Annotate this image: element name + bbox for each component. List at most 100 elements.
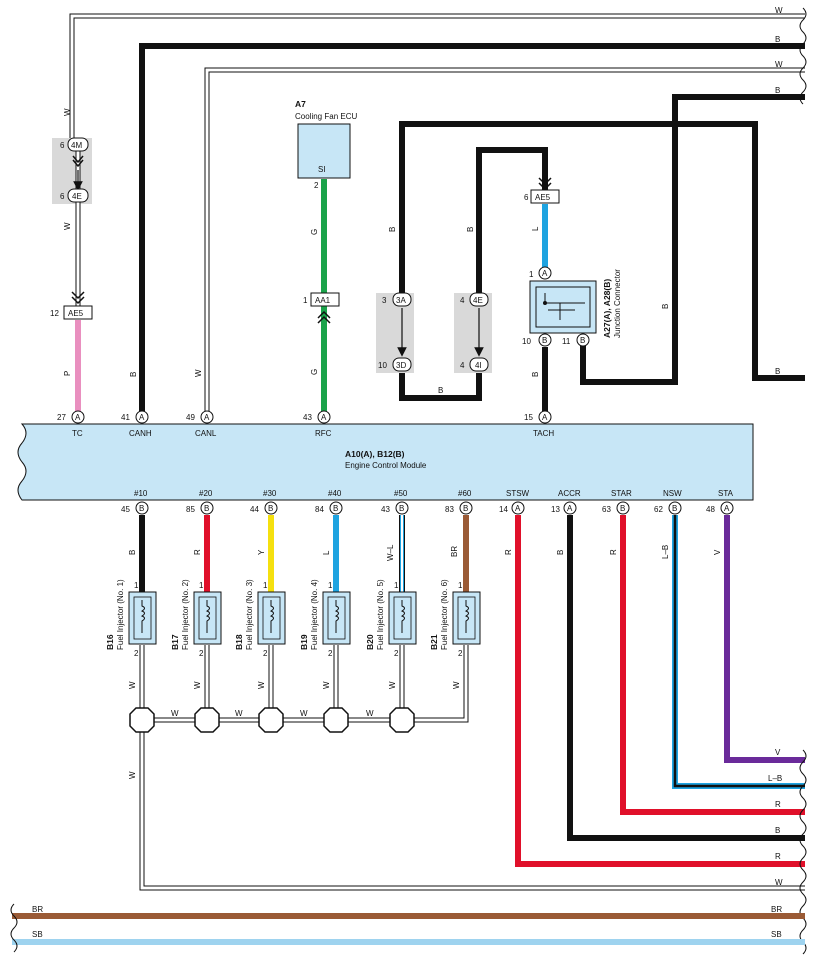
ecm-pin-60: #60 83 B bbox=[445, 489, 473, 515]
injector-name: Fuel Injector (No. 3) bbox=[245, 579, 254, 650]
connector-4e: 4 4E bbox=[460, 292, 489, 307]
svg-text:84: 84 bbox=[315, 505, 324, 514]
exit-label: W bbox=[775, 6, 783, 15]
wire-b-canh bbox=[139, 43, 805, 415]
junction-title: A27(A), A28(B) bbox=[602, 279, 612, 338]
top-exit-labels: W B W B B bbox=[775, 6, 783, 376]
svg-text:2: 2 bbox=[263, 649, 268, 658]
wire-label-y: Y bbox=[257, 549, 266, 555]
exit-label: SB bbox=[771, 930, 782, 939]
svg-text:45: 45 bbox=[121, 505, 130, 514]
break-marks-top bbox=[799, 7, 807, 105]
svg-text:STA: STA bbox=[718, 489, 734, 498]
svg-text:B: B bbox=[672, 504, 677, 513]
svg-text:49: 49 bbox=[186, 413, 195, 422]
svg-text:2: 2 bbox=[199, 649, 204, 658]
svg-text:RFC: RFC bbox=[315, 429, 332, 438]
wire-label-w: W bbox=[322, 681, 331, 689]
exit-label: B bbox=[775, 86, 780, 95]
svg-text:3: 3 bbox=[382, 296, 387, 305]
svg-text:1: 1 bbox=[303, 296, 308, 305]
exit-label: B bbox=[775, 367, 780, 376]
svg-text:STAR: STAR bbox=[611, 489, 632, 498]
wire-lb-nsw bbox=[672, 515, 805, 789]
svg-text:B: B bbox=[580, 336, 585, 345]
injector-name: Fuel Injector (No. 4) bbox=[310, 579, 319, 650]
svg-text:41: 41 bbox=[121, 413, 130, 422]
wire-label-b: B bbox=[466, 227, 475, 232]
svg-text:1: 1 bbox=[199, 581, 204, 590]
svg-text:#60: #60 bbox=[458, 489, 472, 498]
svg-text:3D: 3D bbox=[396, 361, 406, 370]
cooling-fan-ecu: A7 Cooling Fan ECU SI 2 bbox=[295, 99, 357, 190]
svg-text:NSW: NSW bbox=[663, 489, 682, 498]
wire-b-4e-ae5 bbox=[476, 147, 548, 300]
injector-id: B16 bbox=[105, 634, 115, 650]
wire-label-w: W bbox=[193, 681, 202, 689]
svg-text:62: 62 bbox=[654, 505, 663, 514]
svg-text:B: B bbox=[620, 504, 625, 513]
svg-text:1: 1 bbox=[328, 581, 333, 590]
ecm-title: A10(A), B12(B) bbox=[345, 449, 405, 459]
injector-id: B19 bbox=[299, 634, 309, 650]
connector-3a: 3 3A bbox=[382, 292, 412, 307]
svg-text:12: 12 bbox=[50, 309, 59, 318]
wire-label-w: W bbox=[388, 681, 397, 689]
ecm-pin-tach: 15 A TACH bbox=[524, 410, 554, 438]
svg-text:TACH: TACH bbox=[533, 429, 554, 438]
wire-label-lb: L–B bbox=[661, 545, 670, 559]
exit-label: V bbox=[775, 748, 781, 757]
svg-text:A: A bbox=[542, 269, 548, 278]
wire-label-r: R bbox=[193, 549, 202, 555]
svg-text:10: 10 bbox=[522, 337, 531, 346]
svg-text:15: 15 bbox=[524, 413, 533, 422]
fuel-injector-2: 1 2 B17 Fuel Injector (No. 2) bbox=[170, 579, 222, 658]
wire-r-star bbox=[620, 515, 805, 815]
svg-text:14: 14 bbox=[499, 505, 508, 514]
svg-text:63: 63 bbox=[602, 505, 611, 514]
fan-ecu-id: A7 bbox=[295, 99, 306, 109]
svg-text:6: 6 bbox=[524, 193, 529, 202]
injector-id: B21 bbox=[429, 634, 439, 650]
ecm-pin-canl: 49 A CANL bbox=[186, 410, 217, 438]
svg-text:6: 6 bbox=[60, 141, 65, 150]
svg-text:44: 44 bbox=[250, 505, 259, 514]
exit-label: L–B bbox=[768, 774, 782, 783]
svg-text:2: 2 bbox=[134, 649, 139, 658]
fan-ecu-name: Cooling Fan ECU bbox=[295, 112, 357, 121]
break-marks-left bbox=[10, 903, 18, 953]
engine-control-module: A10(A), B12(B) Engine Control Module bbox=[17, 423, 754, 501]
fan-ecu-terminal: SI bbox=[318, 165, 326, 174]
wire-label-w: W bbox=[128, 771, 137, 779]
svg-text:CANH: CANH bbox=[129, 429, 152, 438]
wire-b-3d-4i bbox=[399, 365, 482, 401]
svg-text:2: 2 bbox=[394, 649, 399, 658]
svg-text:4: 4 bbox=[460, 296, 465, 305]
svg-text:CANL: CANL bbox=[195, 429, 217, 438]
break-marks-bottom bbox=[799, 749, 807, 955]
svg-text:B: B bbox=[463, 504, 468, 513]
svg-text:10: 10 bbox=[378, 361, 387, 370]
ecm-pin-rfc: 43 A RFC bbox=[303, 410, 332, 438]
wire-r-stsw bbox=[515, 515, 805, 867]
ecm-pin-canh: 41 A CANH bbox=[121, 410, 152, 438]
wire-label-b: B bbox=[129, 372, 138, 377]
wire-label-b: B bbox=[438, 386, 443, 395]
svg-text:B: B bbox=[268, 504, 273, 513]
svg-text:#30: #30 bbox=[263, 489, 277, 498]
wire-label-l: L bbox=[531, 226, 540, 231]
exit-label: B bbox=[775, 826, 780, 835]
exit-label: B bbox=[775, 35, 780, 44]
injector-name: Fuel Injector (No. 5) bbox=[376, 579, 385, 650]
wire-label-p: P bbox=[63, 371, 72, 376]
svg-text:83: 83 bbox=[445, 505, 454, 514]
svg-text:B: B bbox=[333, 504, 338, 513]
svg-text:A: A bbox=[515, 504, 521, 513]
wire-label-w: W bbox=[63, 108, 72, 116]
fuel-injectors: 1 2 B16 Fuel Injector (No. 1) 1 2 B17 Fu… bbox=[105, 579, 481, 658]
ecm-pin-30: #30 44 B bbox=[250, 489, 278, 515]
